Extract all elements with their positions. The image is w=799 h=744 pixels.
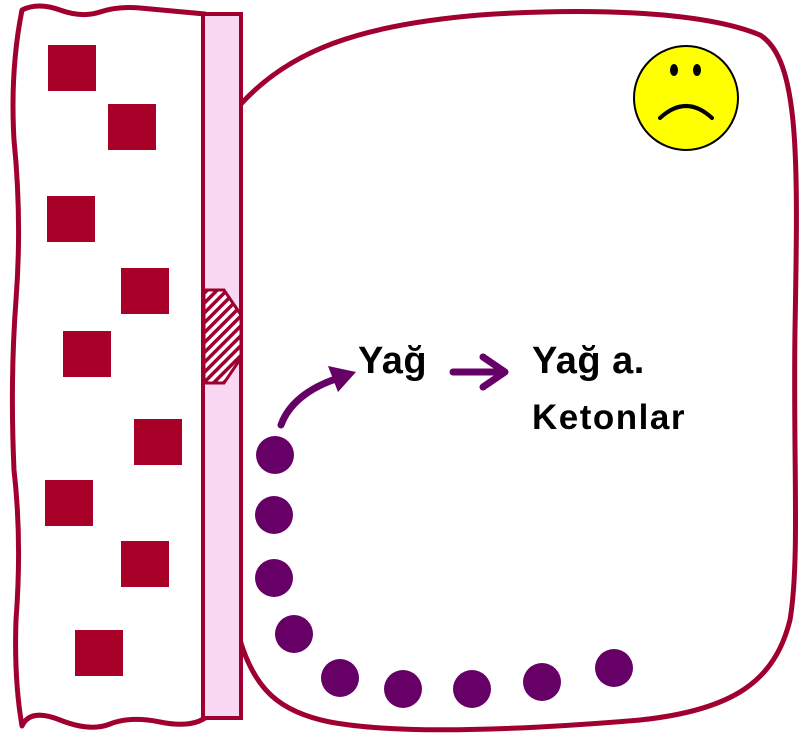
glucose-square xyxy=(121,541,169,587)
fat-droplet xyxy=(453,670,491,708)
hatched-transporter-icon xyxy=(202,288,243,385)
fat-droplets xyxy=(255,436,633,708)
fat-droplet xyxy=(595,649,633,687)
glucose-square xyxy=(121,268,169,314)
right-arrow-icon xyxy=(449,353,509,391)
fat-droplet xyxy=(256,436,294,474)
sad-face-icon xyxy=(633,45,739,151)
fat-droplet xyxy=(384,670,422,708)
fat-droplet xyxy=(255,559,293,597)
fat-droplet xyxy=(523,663,561,701)
fat-label: Yağ xyxy=(358,340,428,382)
fat-droplet xyxy=(255,496,293,534)
glucose-square xyxy=(45,480,93,526)
glucose-square xyxy=(108,104,156,150)
fat-droplet xyxy=(275,615,313,653)
glucose-square xyxy=(47,196,95,242)
glucose-square xyxy=(75,630,123,676)
glucose-square xyxy=(63,331,111,377)
glucose-squares xyxy=(45,45,182,676)
glucose-square xyxy=(48,45,96,91)
cell-outline xyxy=(237,9,799,733)
fatty-acids-label: Yağ a. xyxy=(532,340,645,382)
glucose-square xyxy=(134,419,182,465)
ketones-label: Ketonlar xyxy=(532,398,686,437)
curved-arrow-icon xyxy=(277,366,356,429)
fat-droplet xyxy=(321,659,359,697)
